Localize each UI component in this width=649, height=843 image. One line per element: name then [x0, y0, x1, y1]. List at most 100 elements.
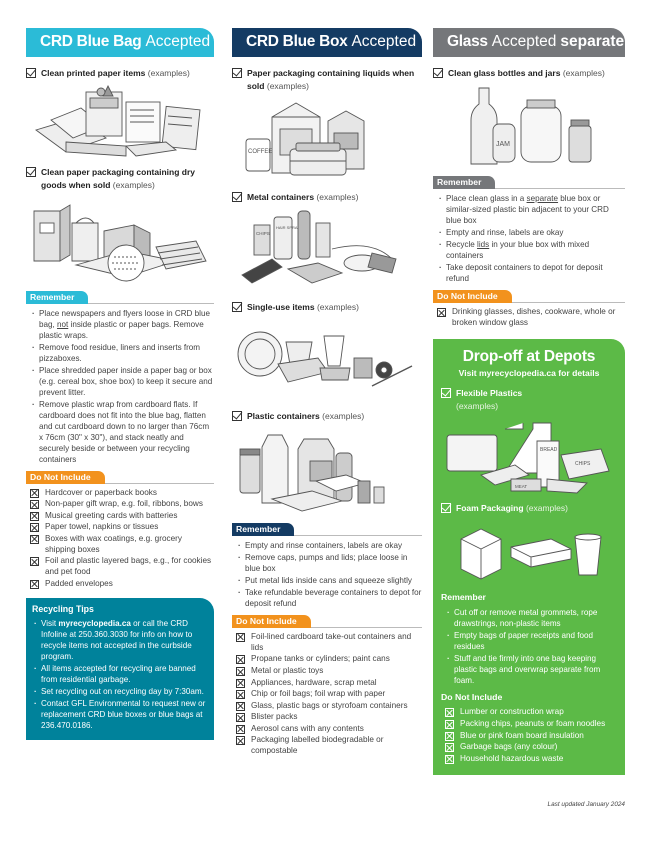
- checkmark-icon: [232, 68, 242, 78]
- depot-subtitle: Visit myrecyclopedia.ca for details: [458, 368, 600, 379]
- remember-list: Empty and rinse containers, labels are o…: [232, 540, 422, 609]
- do-not-include-label: Do Not Include: [433, 290, 625, 304]
- bread-bag-label: BREAD: [540, 447, 558, 453]
- remember-label: Remember: [232, 522, 422, 536]
- dni-item: Non-paper gift wrap, e.g. foil, ribbons,…: [30, 499, 214, 510]
- x-box-icon: [236, 736, 245, 746]
- depot-title: Drop-off at Depots: [462, 348, 596, 366]
- do-not-include-label: Do Not Include: [26, 470, 214, 484]
- flexible-plastics-item: Flexible Plastics: [441, 387, 617, 400]
- metal-containers-item: Metal containers (examples): [232, 191, 422, 204]
- x-box-icon: [437, 308, 446, 318]
- dni-item: Blister packs: [236, 712, 422, 723]
- depot-dni-title: Do Not Include: [441, 692, 503, 703]
- checkmark-icon: [232, 410, 242, 421]
- remember-item: Put metal lids inside cans and squeeze s…: [238, 575, 422, 586]
- remember-item: Take deposit containers to depot for dep…: [439, 262, 625, 284]
- tip-item: Set recycling out on recycling day by 7:…: [32, 686, 208, 697]
- dni-item: Aerosol cans with any contents: [236, 724, 422, 735]
- tip-item: Contact GFL Environmental to request new…: [32, 698, 208, 731]
- checkmark-icon: [441, 502, 451, 513]
- do-not-include-label: Do Not Include: [232, 614, 422, 628]
- x-box-icon: [236, 632, 245, 642]
- tip-item: Visit myrecyclopedia.ca or call the CRD …: [32, 618, 208, 662]
- glass-bottles-illustration: JAM: [433, 80, 625, 171]
- tip-item: All items accepted for recycling are ban…: [32, 663, 208, 685]
- remember-item: Cut off or remove metal grommets, rope d…: [447, 607, 617, 629]
- x-box-icon: [445, 708, 454, 718]
- dni-item: Packing chips, peanuts or foam noodles: [445, 719, 617, 730]
- hairspray-label: HAIR SPRAY: [276, 225, 300, 230]
- x-box-icon: [236, 701, 245, 711]
- dni-item: Paper towel, napkins or tissues: [30, 522, 214, 533]
- foam-packaging-illustration: [441, 517, 617, 586]
- x-box-icon: [30, 500, 39, 510]
- checkmark-icon: [26, 167, 36, 178]
- dni-item: Metal or plastic toys: [236, 666, 422, 677]
- dni-item: Padded envelopes: [30, 579, 214, 590]
- dni-item: Lumber or construction wrap: [445, 707, 617, 718]
- dni-item: Hardcover or paperback books: [30, 488, 214, 499]
- liquid-packaging-item: Paper packaging containing liquids when …: [232, 67, 422, 93]
- dni-item: Drinking glasses, dishes, cookware, whol…: [437, 307, 625, 329]
- x-box-icon: [236, 713, 245, 723]
- remember-item: Place clean glass in a separate blue box…: [439, 193, 625, 226]
- checkmark-icon: [433, 68, 443, 78]
- printed-paper-illustration: [26, 80, 214, 165]
- dni-item: Glass, plastic bags or styrofoam contain…: [236, 701, 422, 712]
- paper-packaging-illustration: [26, 192, 214, 285]
- remember-item: Stuff and tie firmly into one bag keepin…: [447, 653, 617, 686]
- last-updated-note: Last updated January 2024: [547, 801, 625, 808]
- remember-list: Place clean glass in a separate blue box…: [433, 193, 625, 284]
- x-box-icon: [236, 667, 245, 676]
- remember-list: Place newspapers and flyers loose in CRD…: [26, 308, 214, 465]
- do-not-include-list: Drinking glasses, dishes, cookware, whol…: [433, 307, 625, 329]
- recyclopedia-link[interactable]: myrecyclopedia.ca: [58, 619, 131, 629]
- x-box-icon: [236, 724, 245, 734]
- x-box-icon: [30, 579, 39, 589]
- plastic-containers-item: Plastic containers (examples): [232, 410, 422, 423]
- do-not-include-list: Hardcover or paperback books Non-paper g…: [26, 488, 214, 590]
- remember-item: Take refundable beverage containers to d…: [238, 587, 422, 609]
- x-box-icon: [236, 678, 245, 688]
- checkmark-icon: [232, 301, 242, 312]
- remember-item: Remove food residue, liners and inserts …: [32, 342, 214, 364]
- depot-remember-title: Remember: [441, 591, 486, 602]
- checkmark-icon: [441, 388, 451, 399]
- glass-bottles-item: Clean glass bottles and jars (examples): [433, 67, 625, 80]
- dni-item: Musical greeting cards with batteries: [30, 511, 214, 522]
- dni-item: Household hazardous waste: [445, 754, 617, 765]
- single-use-illustration: [232, 313, 422, 404]
- x-box-icon: [30, 557, 39, 567]
- remember-item: Place newspapers and flyers loose in CRD…: [32, 308, 214, 341]
- dni-item: Foil and plastic layered bags, e.g., for…: [30, 556, 214, 578]
- single-use-item: Single-use items (examples): [232, 301, 422, 314]
- recycling-tips-title: Recycling Tips: [32, 603, 94, 614]
- remember-label: Remember: [433, 176, 625, 190]
- dni-item: Boxes with wax coatings, e.g. grocery sh…: [30, 534, 214, 556]
- x-box-icon: [30, 523, 39, 533]
- dni-item: Propane tanks or cylinders; paint cans: [236, 654, 422, 665]
- x-box-icon: [445, 731, 454, 741]
- metal-containers-illustration: CHIPS HAIR SPRAY: [232, 204, 422, 295]
- dni-item: Appliances, hardware, scrap metal: [236, 678, 422, 689]
- dni-item: Blue or pink foam board insulation: [445, 731, 617, 742]
- x-box-icon: [236, 690, 245, 700]
- printed-paper-item: Clean printed paper items (examples): [26, 67, 214, 80]
- liquid-packaging-illustration: COFFEE: [232, 93, 422, 186]
- remember-item: Place shredded paper inside a paper bag …: [32, 365, 214, 398]
- plastic-containers-illustration: [232, 422, 422, 519]
- remember-item: Recycle lids in your blue box with mixed…: [439, 239, 625, 261]
- depot-dni-list: Lumber or construction wrap Packing chip…: [441, 707, 617, 764]
- chips-bag-label: CHIPS: [575, 461, 591, 467]
- flexible-plastics-illustration: BREAD CHIPS MEAT: [441, 415, 617, 498]
- checkmark-icon: [26, 68, 36, 78]
- remember-item: Empty and rinse, labels are okay: [439, 227, 625, 238]
- remember-item: Empty bags of paper receipts and food re…: [447, 630, 617, 652]
